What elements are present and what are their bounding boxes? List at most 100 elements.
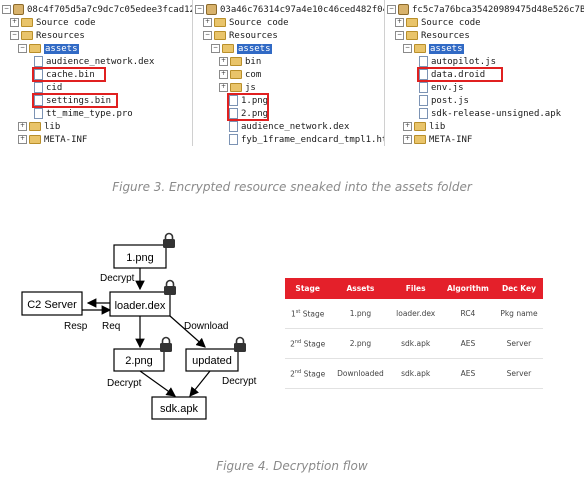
apk-hash: fc5c7a76bca35420989475d48e526c7Bb5 (412, 5, 584, 15)
tree-file[interactable]: env.js (419, 82, 464, 94)
tree-item-meta-inf[interactable]: +META-INF (18, 135, 88, 145)
expand-icon[interactable]: + (18, 122, 27, 131)
edge-label: Decrypt (222, 376, 257, 387)
tree-file[interactable]: cid (34, 82, 62, 94)
tree-item-source-code[interactable]: +Source code (10, 18, 96, 28)
expand-icon[interactable]: + (10, 18, 19, 27)
tree-item-assets[interactable]: −assets (18, 44, 79, 54)
tree-file[interactable]: autopilot.js (419, 56, 496, 68)
expand-icon[interactable]: + (403, 135, 412, 144)
edge-label: Req (102, 321, 120, 332)
node-1png: 1.png (126, 252, 154, 264)
algorithm-cell: RC4 (440, 299, 495, 329)
tree-file[interactable]: sdk-release-unsigned.apk (419, 108, 561, 120)
arrow (139, 370, 176, 397)
tree-file[interactable]: 2.png (229, 108, 268, 120)
tree-file[interactable]: post.js (419, 95, 469, 107)
tree-item-assets[interactable]: −assets (211, 44, 272, 54)
tree-panel-1: −08c4f705d5a7c9dc7c05edee3fcad12f3 +Sour… (0, 0, 192, 146)
file-icon (34, 108, 43, 119)
tree-item-meta-inf[interactable]: +META-INF (403, 135, 473, 145)
lock-icon (162, 232, 176, 249)
expand-icon[interactable]: + (18, 135, 27, 144)
expand-icon[interactable]: + (403, 122, 412, 131)
folder-icon (21, 31, 33, 40)
key-cell: Server (494, 358, 543, 389)
tree-file[interactable]: 1.png (229, 95, 268, 107)
folder-icon (214, 31, 226, 40)
collapse-icon[interactable]: − (403, 44, 412, 53)
tree-panel-3: − fc5c7a76bca35420989475d48e526c7Bb5 +Sou… (384, 0, 584, 146)
lock-icon (159, 336, 173, 353)
tree-root[interactable]: − fc5c7a76bca35420989475d48e526c7Bb5 (387, 4, 584, 16)
node-box (113, 348, 165, 372)
column-header: Assets (330, 278, 391, 299)
node-c2-server: C2 Server (27, 299, 77, 311)
file-icon (34, 56, 43, 67)
folder-icon (414, 122, 426, 131)
tree-file[interactable]: audience_network.dex (229, 121, 349, 133)
collapse-icon[interactable]: − (387, 5, 396, 14)
apk-icon (13, 4, 24, 15)
files-cell: sdk.apk (390, 328, 441, 359)
apk-icon (398, 4, 409, 15)
edge-label: Download (184, 321, 228, 332)
collapse-icon[interactable]: − (195, 5, 204, 14)
tree-item-lib[interactable]: +lib (18, 122, 61, 132)
tree-item-source-code[interactable]: +Source code (203, 18, 289, 28)
collapse-icon[interactable]: − (395, 31, 404, 40)
tree-folder[interactable]: +bin (219, 57, 262, 67)
node-box (151, 396, 207, 420)
file-icon (229, 121, 238, 132)
table-row: 2nd Stage 2.png sdk.apk AES Server (285, 328, 543, 359)
tree-file[interactable]: data.droid (419, 69, 485, 81)
tree-item-assets[interactable]: −assets (403, 44, 464, 54)
package-icon (406, 18, 418, 27)
folder-icon (414, 44, 426, 53)
tree-file[interactable]: tt_mime_type.pro (34, 108, 133, 120)
column-header: Dec Key (494, 278, 543, 299)
file-icon (419, 56, 428, 67)
tree-item-resources[interactable]: −Resources (10, 31, 85, 41)
table-row: 2nd Stage Downloaded sdk.apk AES Server (285, 358, 543, 389)
expand-icon[interactable]: + (203, 18, 212, 27)
folder-icon (230, 57, 242, 66)
tree-file[interactable]: settings.bin (34, 95, 111, 107)
node-2png: 2.png (125, 355, 153, 367)
figure-4-caption: Figure 4. Decryption flow (216, 459, 368, 473)
figure-3-caption: Figure 3. Encrypted resource sneaked int… (112, 180, 472, 194)
folder-icon (222, 44, 234, 53)
tree-folder[interactable]: +js (219, 83, 256, 93)
expand-icon[interactable]: + (219, 57, 228, 66)
tree-item-resources[interactable]: −Resources (203, 31, 278, 41)
expand-icon[interactable]: + (395, 18, 404, 27)
tree-root[interactable]: − 03a46c76314c97a4e10c46ced482f042c (195, 4, 385, 16)
collapse-icon[interactable]: − (18, 44, 27, 53)
folder-icon (29, 44, 41, 53)
folder-icon (414, 135, 426, 144)
apk-hash: 03a46c76314c97a4e10c46ced482f042c (220, 5, 385, 15)
collapse-icon[interactable]: − (2, 5, 11, 14)
tree-panel-2: − 03a46c76314c97a4e10c46ced482f042c +Sour… (192, 0, 385, 146)
assets-cell: Downloaded (330, 358, 391, 389)
table-row: 1st Stage 1.png loader.dex RC4 Pkg name (285, 299, 543, 329)
expand-icon[interactable]: + (219, 70, 228, 79)
collapse-icon[interactable]: − (211, 44, 220, 53)
tree-root[interactable]: −08c4f705d5a7c9dc7c05edee3fcad12f3 (2, 4, 192, 16)
tree-item-resources[interactable]: −Resources (395, 31, 470, 41)
collapse-icon[interactable]: − (203, 31, 212, 40)
tree-file[interactable]: cache.bin (34, 69, 95, 81)
collapse-icon[interactable]: − (10, 31, 19, 40)
tree-folder[interactable]: +com (219, 70, 262, 80)
file-icon (34, 69, 43, 80)
lock-icon (233, 336, 247, 353)
tree-file[interactable]: audience_network.dex (34, 56, 154, 68)
file-icon (229, 95, 238, 106)
tree-item-source-code[interactable]: +Source code (395, 18, 481, 28)
node-box (21, 291, 83, 316)
file-icon (419, 95, 428, 106)
tree-item-lib[interactable]: +lib (403, 122, 446, 132)
tree-file[interactable]: fyb_1frame_endcard_tmpl1.ht (229, 134, 385, 146)
expand-icon[interactable]: + (219, 83, 228, 92)
highlight-box (32, 67, 106, 82)
